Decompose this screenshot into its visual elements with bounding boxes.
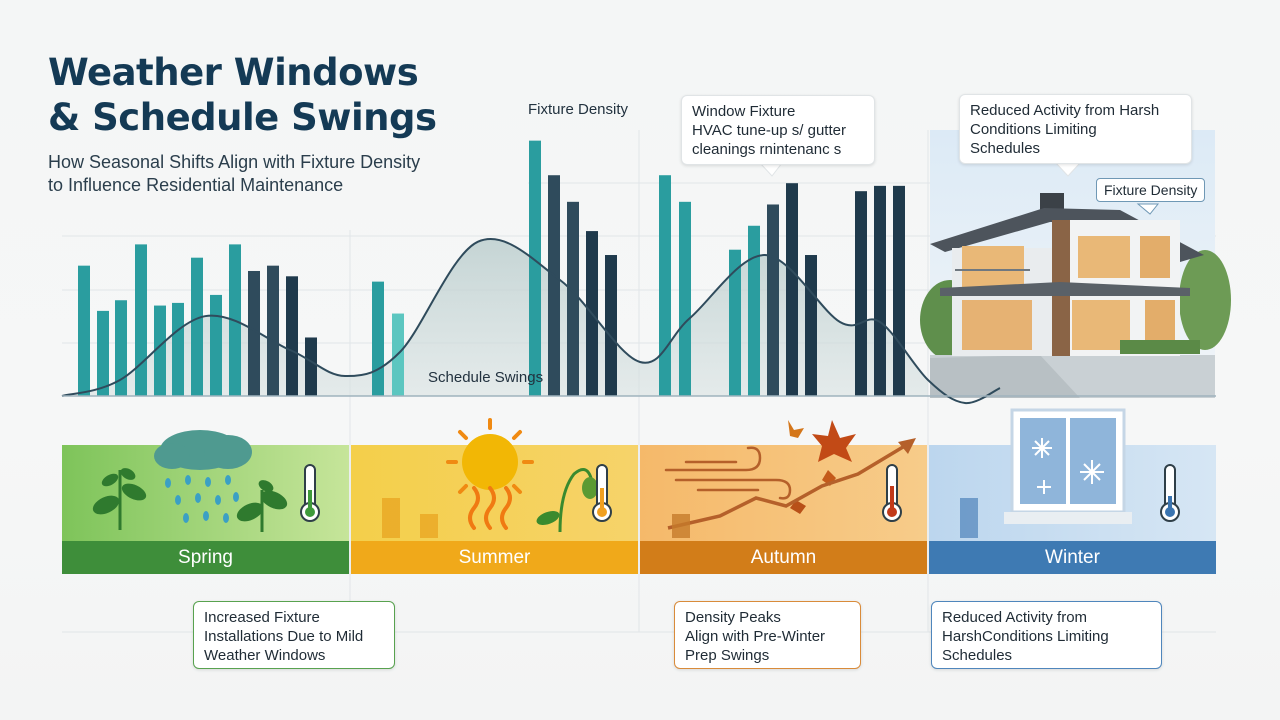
fixture-bar-spring <box>305 337 317 396</box>
summer-mini-bar <box>382 498 400 538</box>
title-line-1: Weather Windows <box>48 51 419 94</box>
wind-gust-icon <box>664 446 792 500</box>
label-bar-autumn <box>640 541 927 574</box>
fixture-density-tag: Fixture Density <box>1096 178 1206 202</box>
callout-line: HarshConditions Limiting <box>942 628 1109 645</box>
autumn-mini-bar <box>672 514 690 538</box>
thermometer-icon <box>882 464 902 522</box>
callout-line: Conditions Limiting <box>970 121 1097 138</box>
callout-line: Schedules <box>970 140 1041 157</box>
fixture-bar-autumn <box>874 185 886 396</box>
page-subtitle: How Seasonal Shifts Align with Fixture D… <box>48 151 420 197</box>
callout-window-fixture: Window Fixture HVAC tune-up s/ gutter cl… <box>681 95 875 165</box>
winter-mini-bar <box>960 498 978 538</box>
callout-winter: Reduced Activity from HarshConditions Li… <box>931 601 1162 669</box>
callout-line: Schedules <box>942 647 1013 664</box>
fixture-density-bars <box>78 140 905 396</box>
title-line-2: & Schedule Swings <box>48 96 437 139</box>
fixture-bar-spring <box>286 276 298 396</box>
page-title: Weather Windows & Schedule Swings <box>48 50 437 140</box>
season-label-winter: Winter <box>1045 547 1100 568</box>
fixture-bar-spring <box>267 265 279 396</box>
callout-line: Installations Due to Mild <box>204 628 364 645</box>
trend-arrow-icon <box>667 438 916 530</box>
label-bar-spring <box>62 541 349 574</box>
subtitle-line-1: How Seasonal Shifts Align with Fixture D… <box>48 152 421 172</box>
callout-line: Increased Fixture <box>204 609 320 626</box>
subtitle-line-2: to Influence Residential Maintenance <box>48 175 344 195</box>
house-illustration <box>920 130 1231 398</box>
fixture-bar-spring <box>135 244 147 396</box>
fixture-bar-summer <box>529 140 541 396</box>
schedule-swings-label: Schedule Swings <box>428 369 544 386</box>
callout-line: Align with Pre-Winter <box>685 628 826 645</box>
fixture-bar-spring <box>154 305 166 396</box>
label-bar-summer <box>351 541 638 574</box>
fixture-bar-autumn <box>679 201 691 396</box>
callout-line: Reduced Activity from <box>942 609 1088 626</box>
fixture-bar-summer <box>548 175 560 396</box>
callout-autumn: Density Peaks Align with Pre-Winter Prep… <box>674 601 861 669</box>
fixture-density-label: Fixture Density <box>528 101 629 118</box>
label-bar-winter <box>929 541 1216 574</box>
rain-cloud-icon <box>154 430 252 523</box>
fixture-bar-spring <box>115 300 127 396</box>
fixture-bar-spring <box>97 310 109 396</box>
autumn-icons <box>664 420 916 538</box>
schedule-swings-curve <box>61 238 1001 405</box>
spring-icons <box>92 430 320 532</box>
season-label-autumn: Autumn <box>750 547 817 568</box>
fixture-bar-autumn <box>659 175 671 396</box>
thermometer-icon <box>592 464 612 522</box>
thermometer-icon <box>300 464 320 522</box>
callout-line: Weather Windows <box>204 647 326 664</box>
fixture-bar-autumn <box>805 255 817 396</box>
heat-waves-icon <box>468 486 512 530</box>
callout-line: Density Peaks <box>685 609 781 626</box>
fixture-bar-summer <box>605 255 617 396</box>
callout-line: cleanings rnintenanc s <box>692 141 842 158</box>
sun-icon <box>446 418 534 494</box>
sprout-icon <box>92 468 147 530</box>
fixture-bar-autumn <box>893 185 905 396</box>
fixture-bar-summer <box>567 201 579 396</box>
thermometer-icon <box>1160 464 1180 522</box>
fixture-bar-spring <box>191 257 203 396</box>
callout-line: HVAC tune-up s/ gutter <box>692 122 846 139</box>
callout-line: Reduced Activity from Harsh <box>970 102 1160 119</box>
fixture-bar-autumn <box>786 183 798 396</box>
wilting-plant-icon <box>536 468 598 533</box>
season-label-summer: Summer <box>458 547 531 568</box>
callout-spring: Increased Fixture Installations Due to M… <box>193 601 395 669</box>
fixture-bar-autumn <box>729 249 741 396</box>
callout-winter-top: Reduced Activity from Harsh Conditions L… <box>959 94 1192 164</box>
fixture-bar-autumn <box>767 204 779 396</box>
fixture-bar-summer <box>372 281 384 396</box>
fixture-bar-spring <box>210 294 222 396</box>
callout-line: Window Fixture <box>692 103 796 120</box>
winter-icons <box>960 408 1180 538</box>
season-label-spring: Spring <box>178 547 233 568</box>
schedule-swings-line <box>61 238 1001 405</box>
fixture-bar-autumn <box>855 191 867 396</box>
fixture-bar-spring <box>78 265 90 396</box>
frosted-window-icon <box>1004 408 1132 524</box>
fixture-bar-spring <box>248 270 260 396</box>
fixture-bar-spring <box>172 302 184 396</box>
summer-mini-bar <box>420 514 438 538</box>
summer-icons <box>382 418 612 538</box>
callout-line: Prep Swings <box>685 647 770 664</box>
fixture-bar-autumn <box>748 225 760 396</box>
sprout-icon <box>236 480 288 532</box>
